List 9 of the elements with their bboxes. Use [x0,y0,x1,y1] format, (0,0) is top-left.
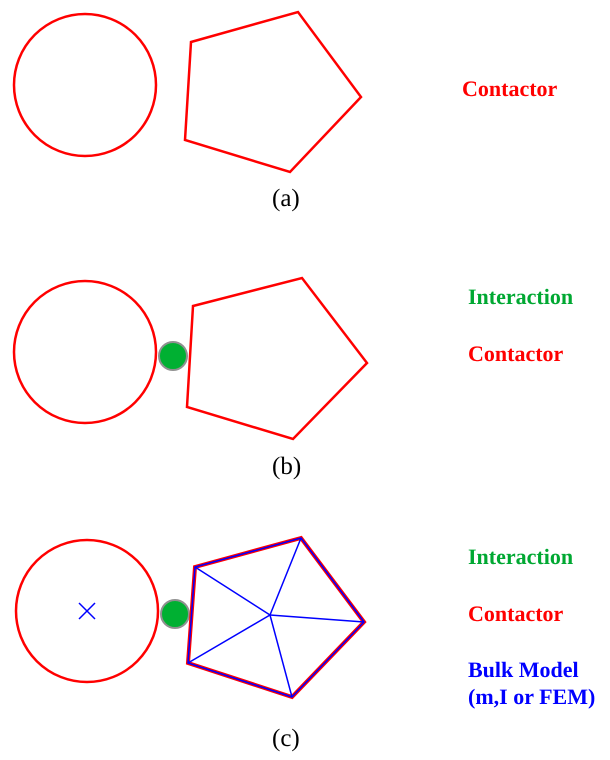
annotation-label: Interaction [468,544,574,570]
panel-caption: (a) [272,184,300,214]
panel-caption: (b) [272,452,302,482]
annotation-label: Interaction [468,284,574,310]
panel-caption: (c) [272,724,300,754]
annotation-label: Bulk Model (m,I or FEM) [468,656,596,710]
annotation-label: Contactor [468,601,564,627]
annotation-label: Contactor [462,76,558,102]
annotation-label: Contactor [468,341,564,367]
